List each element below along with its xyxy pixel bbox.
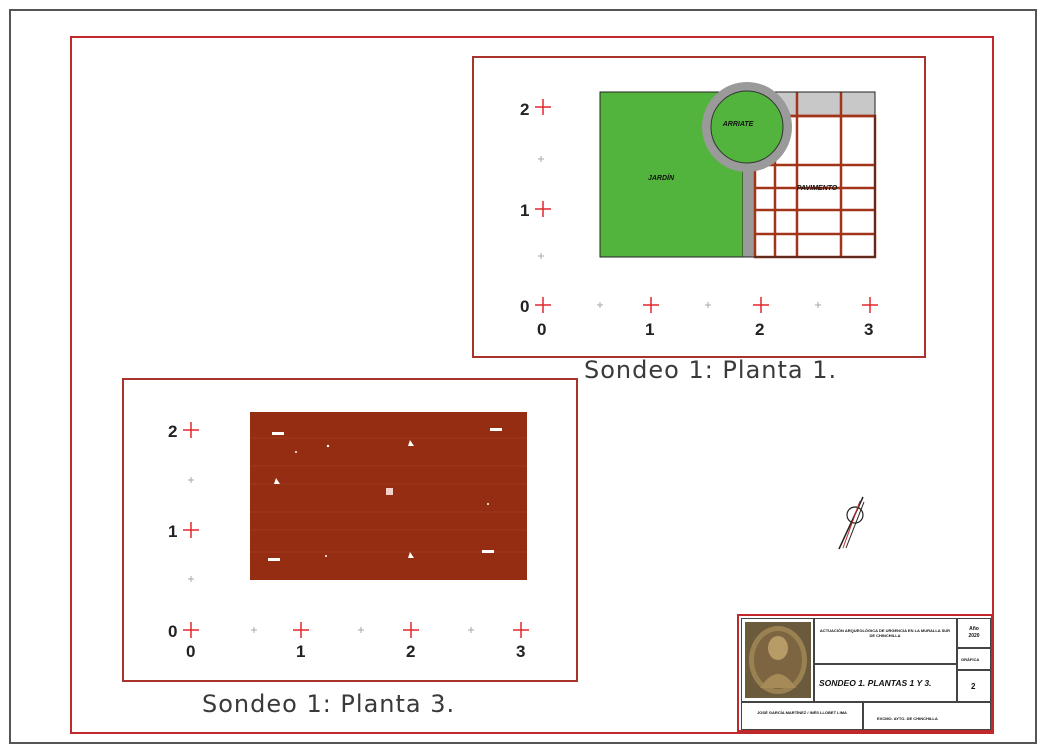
zone-label-garden: JARDÍN	[648, 173, 675, 182]
title-cell	[814, 664, 957, 702]
tick-minor	[468, 627, 474, 633]
project-cell	[814, 618, 957, 664]
tick-cross	[183, 422, 199, 438]
y-label-0: 0	[168, 622, 177, 641]
tick-cross	[403, 622, 419, 638]
plan-number: 2	[971, 682, 976, 691]
bed-circle	[710, 90, 784, 164]
scale-text: GRÁFICA	[961, 657, 980, 662]
medallion-seal	[745, 622, 811, 698]
plan-3-caption: Sondeo 1: Planta 3.	[202, 690, 456, 718]
number-cell	[957, 670, 991, 702]
find-markers	[268, 428, 502, 561]
tick-cross	[183, 522, 199, 538]
tick-cross	[293, 622, 309, 638]
authors-cell	[741, 702, 863, 730]
project-text: ACTUACIÓN ARQUEOLÓGICA DE URGENCIA EN LA…	[819, 628, 951, 638]
excavation-surface	[250, 412, 527, 580]
x-label-3: 3	[864, 320, 873, 339]
tick-cross	[535, 201, 551, 217]
x-label-2: 2	[755, 320, 764, 339]
x-label-1: 1	[296, 642, 305, 661]
tick-minor	[705, 302, 711, 308]
plan-1-drawing: ARRIATE JARDÍN PAVIMENTO 2 1 0 0 1 2 3	[520, 82, 878, 339]
tick-minor	[597, 302, 603, 308]
tick-minor	[815, 302, 821, 308]
drawing-frame	[70, 36, 994, 734]
tick-cross	[862, 297, 878, 313]
tick-minor	[538, 253, 544, 259]
x-label-0: 0	[537, 320, 546, 339]
seal-cell	[741, 618, 814, 702]
x-label-0: 0	[186, 642, 195, 661]
plan-1-caption: Sondeo 1: Planta 1.	[584, 356, 838, 384]
authors-text: JOSÉ GARCÍA MARTÍNEZ / INÉS LLOBET LIMA	[757, 710, 847, 715]
tick-cross	[183, 622, 199, 638]
y-label-1: 1	[520, 201, 529, 220]
tick-cross	[753, 297, 769, 313]
client-text: EXCMO. AYTO. DE CHINCHILLA	[877, 716, 938, 721]
y-label-0: 0	[520, 297, 529, 316]
tick-minor	[188, 576, 194, 582]
tick-minor	[251, 627, 257, 633]
zone-label-bed: ARRIATE	[722, 121, 754, 128]
y-label-2: 2	[520, 100, 529, 119]
tick-cross	[535, 99, 551, 115]
client-cell	[863, 702, 991, 730]
plan-3-panel: 2 1 0 0 1 2 3	[122, 378, 578, 682]
x-label-2: 2	[406, 642, 415, 661]
north-arrow-icon	[838, 496, 865, 550]
tick-cross	[513, 622, 529, 638]
x-label-3: 3	[516, 642, 525, 661]
year-cell	[957, 618, 991, 648]
scale-cell	[957, 648, 991, 670]
title-block: ACTUACIÓN ARQUEOLÓGICA DE URGENCIA EN LA…	[737, 614, 993, 732]
x-label-1: 1	[645, 320, 654, 339]
tick-minor	[358, 627, 364, 633]
tick-cross	[643, 297, 659, 313]
plan-3-drawing: 2 1 0 0 1 2 3	[168, 412, 529, 661]
tick-minor	[538, 156, 544, 162]
year-text: Año 2020	[968, 626, 980, 639]
y-label-1: 1	[168, 522, 177, 541]
y-label-2: 2	[168, 422, 177, 441]
tick-cross	[535, 297, 551, 313]
plan-title: SONDEO 1. PLANTAS 1 Y 3.	[819, 678, 932, 688]
zone-label-paving: PAVIMENTO	[797, 185, 838, 192]
plan-1-panel: ARRIATE JARDÍN PAVIMENTO 2 1 0 0 1 2 3	[472, 56, 926, 358]
tick-minor	[188, 477, 194, 483]
